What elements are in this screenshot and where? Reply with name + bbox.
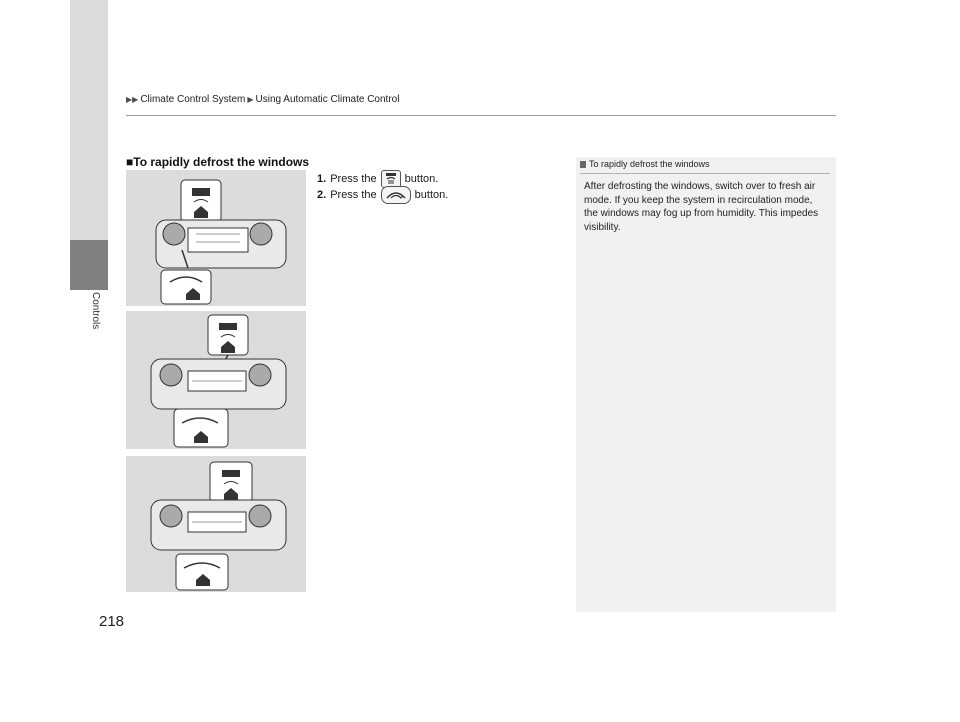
climate-panel-illustration-2 [126,311,306,449]
step-text-before: Press the [330,173,377,185]
section-title: ■To rapidly defrost the windows [126,155,310,169]
side-tab-marker [70,240,108,290]
side-tab-label: Controls [90,292,101,330]
header-rule [126,115,836,116]
step-text-before: Press the [330,189,377,201]
step-number: 2. [317,189,327,201]
step-list: 1. Press the button. 2. Press the button… [317,170,449,204]
step-1: 1. Press the button. [317,170,448,188]
note-heading-text: To rapidly defrost the windows [589,159,710,169]
page-number: 218 [99,613,125,630]
step-number: 1. [317,173,327,185]
breadcrumb: ▶▶ Climate Control System ▶ Using Automa… [126,94,399,105]
step-2: 2. Press the button. [317,186,449,204]
breadcrumb-item-2[interactable]: Using Automatic Climate Control [255,94,400,105]
climate-panel-illustration-1 [126,170,306,306]
step-text-after: button. [404,173,439,185]
note-heading: To rapidly defrost the windows [580,159,836,169]
step-text-after: button. [414,189,449,201]
note-marker-icon [580,160,586,168]
note-rule [580,173,830,174]
breadcrumb-arrow-icon: ▶▶ [126,95,139,104]
recirculation-icon [380,186,411,204]
side-strip [70,0,108,240]
note-body: After defrosting the windows, switch ove… [584,181,819,233]
breadcrumb-item-1[interactable]: Climate Control System [140,94,246,105]
climate-panel-illustration-3 [126,456,306,592]
breadcrumb-arrow-icon: ▶ [247,95,254,104]
side-note-panel: To rapidly defrost the windows After def… [576,157,836,612]
